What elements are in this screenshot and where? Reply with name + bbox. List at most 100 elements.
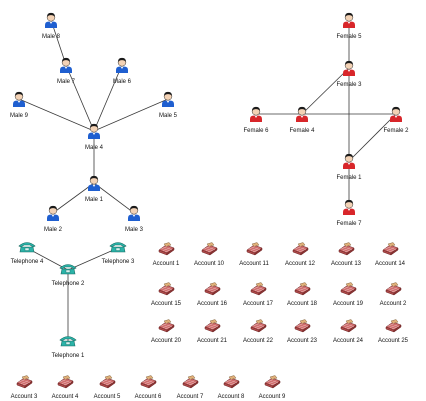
account-icon (228, 282, 288, 300)
node-acc4[interactable]: Account 4 (35, 375, 95, 401)
node-acc20[interactable]: Account 20 (136, 319, 196, 345)
account-icon (179, 242, 239, 260)
node-acc3[interactable]: Account 3 (0, 375, 54, 401)
node-acc23[interactable]: Account 23 (272, 319, 332, 345)
node-female4[interactable]: Female 4 (272, 106, 332, 135)
node-acc5[interactable]: Account 5 (77, 375, 137, 401)
node-acc9[interactable]: Account 9 (242, 375, 302, 401)
node-label: Account 21 (196, 338, 228, 344)
node-acc6[interactable]: Account 6 (118, 375, 178, 401)
account-icon (318, 319, 378, 337)
account-icon (272, 319, 332, 337)
node-male5[interactable]: Male 5 (138, 91, 198, 120)
node-label: Female 7 (336, 221, 362, 227)
node-label: Male 4 (84, 145, 103, 151)
node-label: Account 25 (377, 338, 409, 344)
node-male2[interactable]: Male 2 (23, 205, 83, 234)
node-tel1[interactable]: Telephone 1 (38, 334, 98, 360)
node-label: Account 12 (284, 261, 316, 267)
node-acc18[interactable]: Account 18 (272, 282, 332, 308)
telephone-icon (0, 240, 57, 258)
node-label: Telephone 4 (10, 259, 44, 265)
edge-male9-male4 (18, 98, 95, 132)
node-acc1[interactable]: Account 1 (136, 242, 196, 268)
node-acc16[interactable]: Account 16 (182, 282, 242, 308)
edge-male1-male2 (52, 182, 95, 214)
female-person-icon (319, 12, 379, 33)
node-acc14[interactable]: Account 14 (360, 242, 420, 268)
node-tel3[interactable]: Telephone 3 (88, 240, 148, 266)
node-acc7[interactable]: Account 7 (160, 375, 220, 401)
node-male4[interactable]: Male 4 (64, 123, 124, 152)
node-acc2[interactable]: Account 2 (363, 282, 423, 308)
node-label: Female 1 (336, 175, 362, 181)
account-icon (363, 319, 423, 337)
edge-female1-female2 (348, 113, 397, 162)
node-female2[interactable]: Female 2 (366, 106, 426, 135)
node-male3[interactable]: Male 3 (104, 205, 164, 234)
node-tel4[interactable]: Telephone 4 (0, 240, 57, 266)
node-label: Account 20 (150, 338, 182, 344)
node-male7[interactable]: Male 7 (36, 57, 96, 86)
account-icon (136, 319, 196, 337)
node-acc12[interactable]: Account 12 (270, 242, 330, 268)
account-icon (224, 242, 284, 260)
node-acc21[interactable]: Account 21 (182, 319, 242, 345)
node-tel2[interactable]: Telephone 2 (38, 262, 98, 288)
node-male9[interactable]: Male 9 (0, 91, 49, 120)
node-label: Account 11 (239, 261, 269, 267)
node-male8[interactable]: Male 8 (21, 12, 81, 41)
node-acc13[interactable]: Account 13 (316, 242, 376, 268)
node-acc17[interactable]: Account 17 (228, 282, 288, 308)
telephone-icon (38, 334, 98, 352)
node-label: Female 5 (336, 34, 362, 40)
account-icon (182, 282, 242, 300)
account-icon (160, 375, 220, 393)
node-label: Male 8 (41, 34, 60, 40)
node-label: Male 2 (43, 227, 62, 233)
node-label: Account 3 (10, 394, 38, 400)
male-person-icon (0, 91, 49, 112)
node-acc24[interactable]: Account 24 (318, 319, 378, 345)
node-female7[interactable]: Female 7 (319, 199, 379, 228)
account-icon (118, 375, 178, 393)
node-female6[interactable]: Female 6 (226, 106, 286, 135)
node-female3[interactable]: Female 3 (319, 60, 379, 89)
edge-layer (18, 19, 397, 342)
account-icon (316, 242, 376, 260)
node-label: Account 19 (332, 301, 364, 307)
node-male1[interactable]: Male 1 (64, 175, 124, 204)
node-acc15[interactable]: Account 15 (136, 282, 196, 308)
node-label: Account 8 (217, 394, 245, 400)
node-label: Account 4 (51, 394, 79, 400)
female-person-icon (319, 199, 379, 220)
node-acc8[interactable]: Account 8 (201, 375, 261, 401)
node-female5[interactable]: Female 5 (319, 12, 379, 41)
node-label: Female 2 (383, 128, 409, 134)
node-label: Male 1 (84, 197, 103, 203)
node-label: Account 23 (286, 338, 318, 344)
account-icon (136, 242, 196, 260)
male-person-icon (64, 175, 124, 196)
node-label: Account 10 (193, 261, 225, 267)
node-label: Female 3 (336, 82, 362, 88)
account-icon (363, 282, 423, 300)
male-person-icon (23, 205, 83, 226)
male-person-icon (64, 123, 124, 144)
telephone-icon (88, 240, 148, 258)
node-female1[interactable]: Female 1 (319, 153, 379, 182)
node-acc10[interactable]: Account 10 (179, 242, 239, 268)
node-acc22[interactable]: Account 22 (228, 319, 288, 345)
node-male6[interactable]: Male 6 (92, 57, 152, 86)
account-icon (0, 375, 54, 393)
node-label: Telephone 3 (101, 259, 135, 265)
account-icon (318, 282, 378, 300)
node-label: Account 15 (150, 301, 182, 307)
edge-tel3-tel2 (67, 247, 119, 271)
node-acc19[interactable]: Account 19 (318, 282, 378, 308)
node-acc11[interactable]: Account 11 (224, 242, 284, 268)
edge-female3-female4 (301, 67, 350, 115)
account-icon (35, 375, 95, 393)
node-acc25[interactable]: Account 25 (363, 319, 423, 345)
